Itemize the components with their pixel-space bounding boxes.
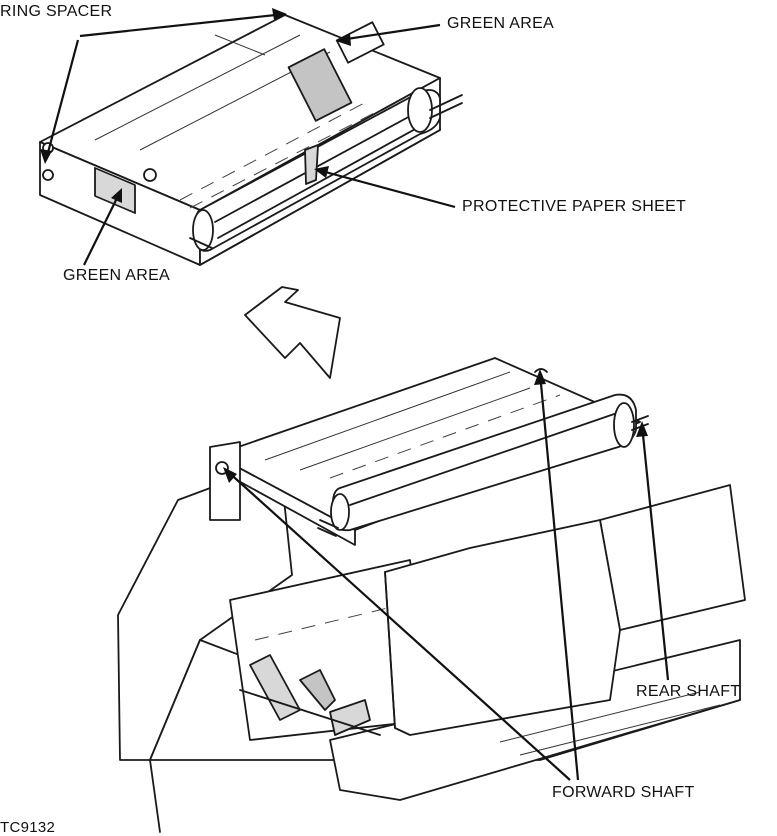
rear-shaft-label: REAR SHAFT (636, 683, 741, 700)
green-area-left-label: GREEN AREA (63, 267, 171, 284)
ring-spacer-label: RING SPACER (0, 3, 113, 20)
green-area-top-label: GREEN AREA (447, 15, 555, 32)
machine-assembly (117, 357, 746, 833)
protective-paper-sheet-label: PROTECTIVE PAPER SHEET (462, 198, 687, 215)
drum-cartridge-removed (39, 14, 463, 266)
forward-shaft-label: FORWARD SHAFT (552, 784, 695, 801)
figure-code-label: TC9132 (0, 819, 56, 836)
leader-lines (40, 8, 670, 781)
direction-arrow (244, 286, 341, 379)
